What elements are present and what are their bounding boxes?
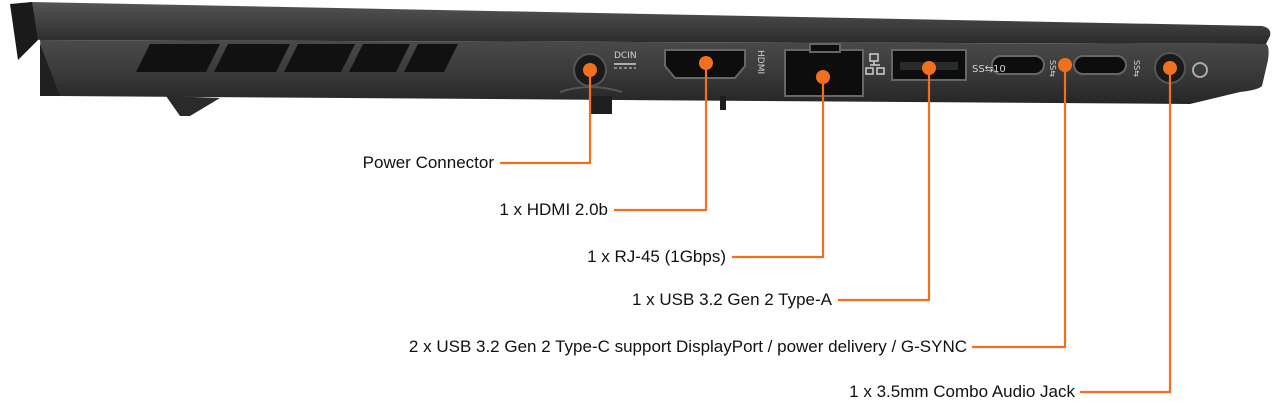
- usb-c-port-1: [991, 55, 1045, 75]
- callout-power: Power Connector: [362, 153, 494, 172]
- usb-a-marking: SS⇆10: [972, 64, 1006, 75]
- usb-c-marking-2: SS⇆: [1132, 60, 1141, 77]
- leader-lines: [500, 63, 1172, 394]
- air-vents: [136, 44, 458, 72]
- laptop-lid: [27, 2, 1271, 44]
- callout-hdmi: 1 x HDMI 2.0b: [499, 200, 608, 219]
- network-icon: [865, 53, 885, 75]
- usb-c-port-2: [1073, 55, 1127, 75]
- leader-rj45: [732, 77, 825, 259]
- leader-usb-a: [838, 68, 931, 302]
- callout-usb-a: 1 x USB 3.2 Gen 2 Type-A: [631, 290, 832, 309]
- callout-rj45: 1 x RJ-45 (1Gbps): [587, 247, 726, 266]
- leader-power: [500, 70, 592, 165]
- usb-c-marking-1: SS⇆: [1048, 60, 1057, 77]
- laptop-foot: [166, 96, 220, 116]
- callout-audio: 1 x 3.5mm Combo Audio Jack: [849, 382, 1075, 401]
- leader-hdmi: [614, 63, 708, 212]
- hdmi-marking: HDMI: [755, 50, 765, 74]
- callout-usb-c: 2 x USB 3.2 Gen 2 Type-C support Display…: [408, 337, 967, 356]
- dcin-marking: DCIN: [614, 51, 637, 61]
- headset-icon: [1192, 62, 1208, 78]
- leader-audio: [1080, 68, 1172, 394]
- leader-usb-c: [972, 65, 1067, 349]
